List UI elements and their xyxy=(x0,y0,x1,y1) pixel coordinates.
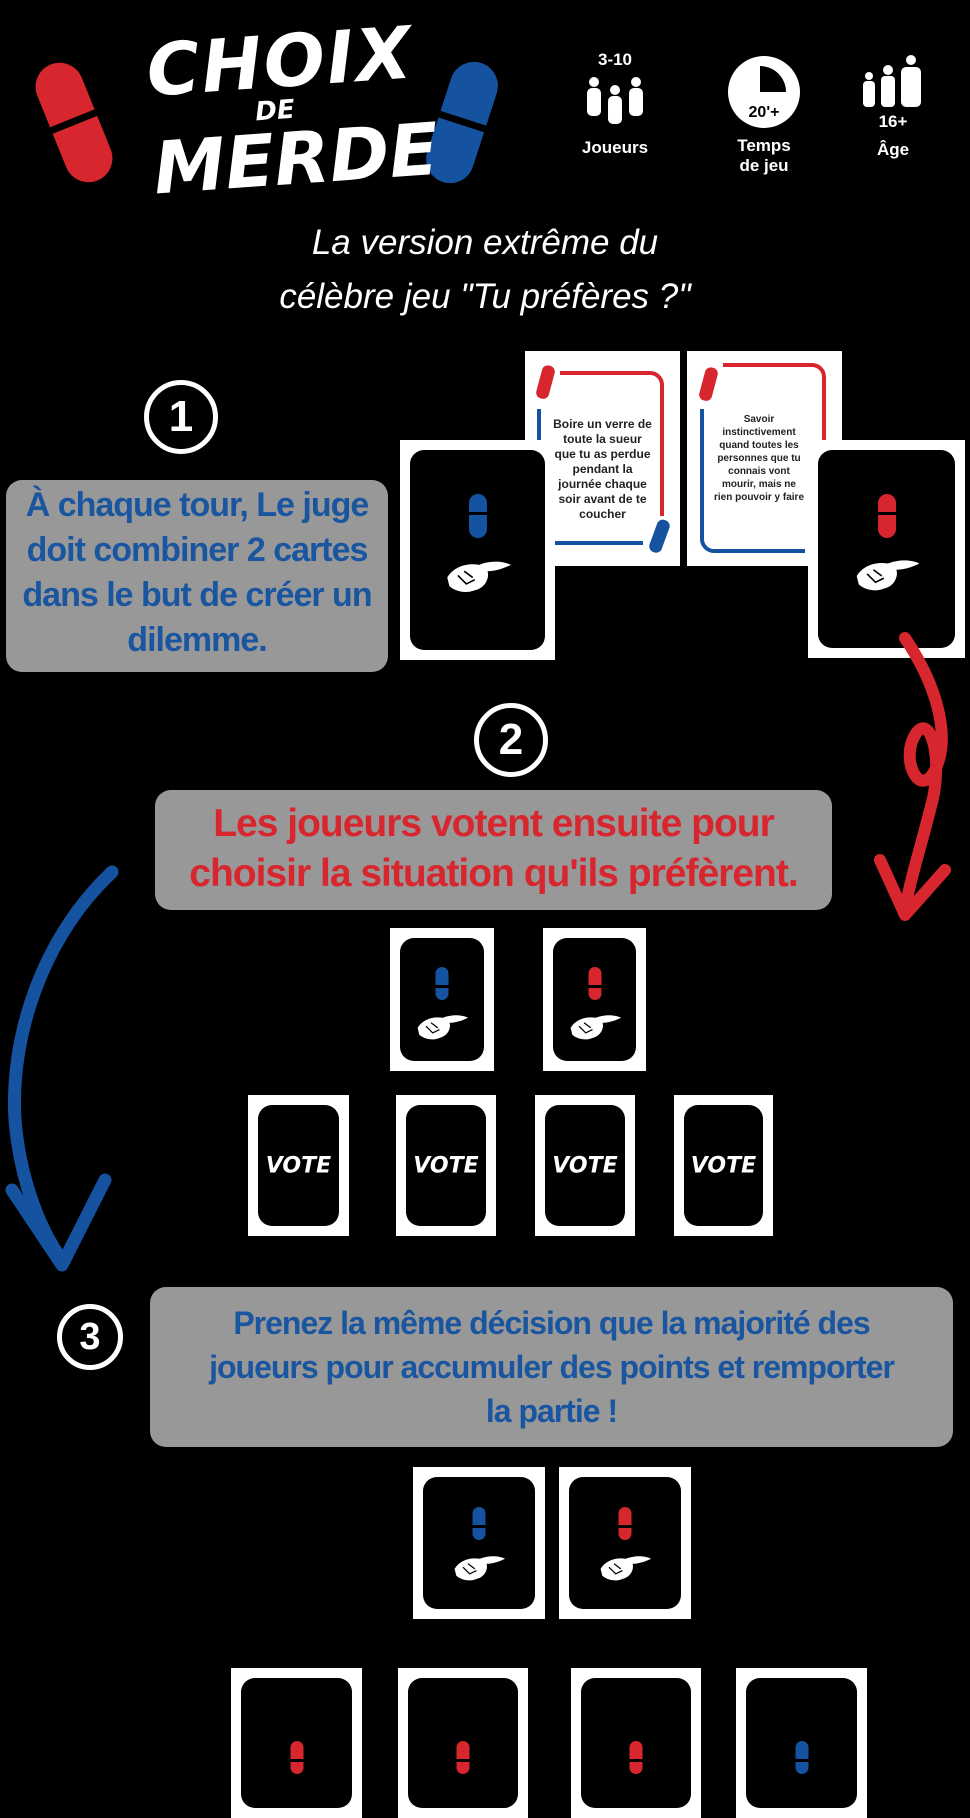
choice-card xyxy=(398,1668,528,1818)
card-face: VOTE xyxy=(684,1105,763,1226)
time-label: Temps xyxy=(737,136,791,155)
hand-icon xyxy=(852,555,921,595)
card-face xyxy=(241,1678,352,1808)
hand-icon xyxy=(567,1011,623,1043)
step-1-line: dilemme. xyxy=(127,621,267,659)
blue-arrow-icon xyxy=(5,865,119,1272)
age-icon xyxy=(863,55,921,107)
card-face: VOTE xyxy=(545,1105,625,1226)
step-1-line: doit combiner 2 cartes xyxy=(26,531,369,569)
logo-line: CHOIX xyxy=(143,10,416,113)
age-value: 16+ xyxy=(878,112,908,131)
vote-card: VOTE xyxy=(674,1095,773,1236)
step-2-number: 2 xyxy=(474,703,548,777)
red-pill-icon xyxy=(616,1507,634,1540)
players-label: Joueurs xyxy=(581,138,649,157)
choice-card xyxy=(543,928,646,1071)
logo: CHOIX DE MERDE xyxy=(143,10,442,211)
card-face xyxy=(569,1477,681,1609)
vote-label: VOTE xyxy=(690,1153,757,1178)
time-value: 20'+ xyxy=(748,104,780,121)
vote-card: VOTE xyxy=(248,1095,349,1236)
vote-card: VOTE xyxy=(535,1095,635,1236)
choice-card xyxy=(413,1467,545,1619)
vote-label: VOTE xyxy=(552,1153,618,1178)
step-2-line: Les joueurs votent ensuite pour xyxy=(213,802,775,845)
red-pill-icon xyxy=(875,494,898,538)
red-arrow-icon xyxy=(874,632,951,921)
players-info: 3-10 Joueurs xyxy=(565,50,665,158)
red-pill-logo-icon xyxy=(28,55,120,190)
age-info: 16+ Âge xyxy=(843,54,943,160)
hand-icon xyxy=(443,556,513,597)
subtitle: La version extrême du célèbre jeu "Tu pr… xyxy=(0,216,970,324)
subtitle-line: célèbre jeu "Tu préfères ?" xyxy=(279,277,691,316)
blue-pill-icon xyxy=(793,1741,810,1774)
choice-card xyxy=(390,928,494,1071)
choice-card xyxy=(736,1668,867,1818)
step-3-number: 3 xyxy=(57,1304,123,1370)
step-3-box: Prenez la même décision que la majorité … xyxy=(150,1287,953,1447)
question-card-a-text: Boire un verre de toute la sueur que tu … xyxy=(553,417,652,521)
hand-icon xyxy=(414,1011,470,1043)
card-face xyxy=(400,938,484,1061)
card-face xyxy=(581,1678,691,1808)
step-2-box: Les joueurs votent ensuite pour choisir … xyxy=(155,790,832,910)
step-3-line: joueurs pour accumuler des points et rem… xyxy=(209,1349,895,1385)
card-face xyxy=(553,938,636,1061)
question-card-b-text: Savoir instinctivement quand toutes les … xyxy=(713,414,805,503)
blue-pill-icon xyxy=(470,1507,488,1540)
vote-label: VOTE xyxy=(413,1153,479,1178)
choice-card xyxy=(808,440,965,658)
players-icon xyxy=(587,77,643,124)
timer-icon: 20'+ xyxy=(728,56,800,128)
choice-card xyxy=(231,1668,362,1818)
card-face xyxy=(423,1477,535,1609)
blue-pill-icon xyxy=(433,967,451,1000)
choice-card xyxy=(559,1467,691,1619)
card-face: VOTE xyxy=(258,1105,339,1226)
step-3-line: la partie ! xyxy=(485,1393,618,1429)
blue-pill-icon xyxy=(466,494,489,538)
vote-card: VOTE xyxy=(396,1095,496,1236)
card-face xyxy=(746,1678,857,1808)
card-face xyxy=(818,450,955,648)
red-pill-icon xyxy=(627,1741,645,1774)
choice-card xyxy=(571,1668,701,1818)
time-label: de jeu xyxy=(739,156,789,175)
red-pill-icon xyxy=(586,967,603,1000)
players-value: 3-10 xyxy=(597,50,633,69)
vote-label: VOTE xyxy=(265,1153,332,1178)
logo-line: MERDE xyxy=(150,106,442,211)
subtitle-line: La version extrême du xyxy=(311,223,659,262)
card-face xyxy=(408,1678,518,1808)
time-info: 20'+ Temps de jeu xyxy=(714,56,814,176)
step-2-line: choisir la situation qu'ils préfèrent. xyxy=(189,852,798,895)
step-1-box: À chaque tour, Le juge doit combiner 2 c… xyxy=(6,480,388,672)
hand-icon xyxy=(597,1552,653,1584)
age-label: Âge xyxy=(876,140,910,159)
red-pill-icon xyxy=(454,1741,472,1774)
choice-card xyxy=(400,440,555,660)
step-1-line: dans le but de créer un xyxy=(22,576,372,614)
hand-icon xyxy=(451,1552,507,1584)
step-1-number: 1 xyxy=(144,380,218,454)
card-face: VOTE xyxy=(406,1105,486,1226)
step-3-line: Prenez la même décision que la majorité … xyxy=(233,1305,870,1341)
red-pill-icon xyxy=(288,1741,305,1774)
step-1-line: À chaque tour, Le juge xyxy=(25,486,370,524)
card-face xyxy=(410,450,545,650)
